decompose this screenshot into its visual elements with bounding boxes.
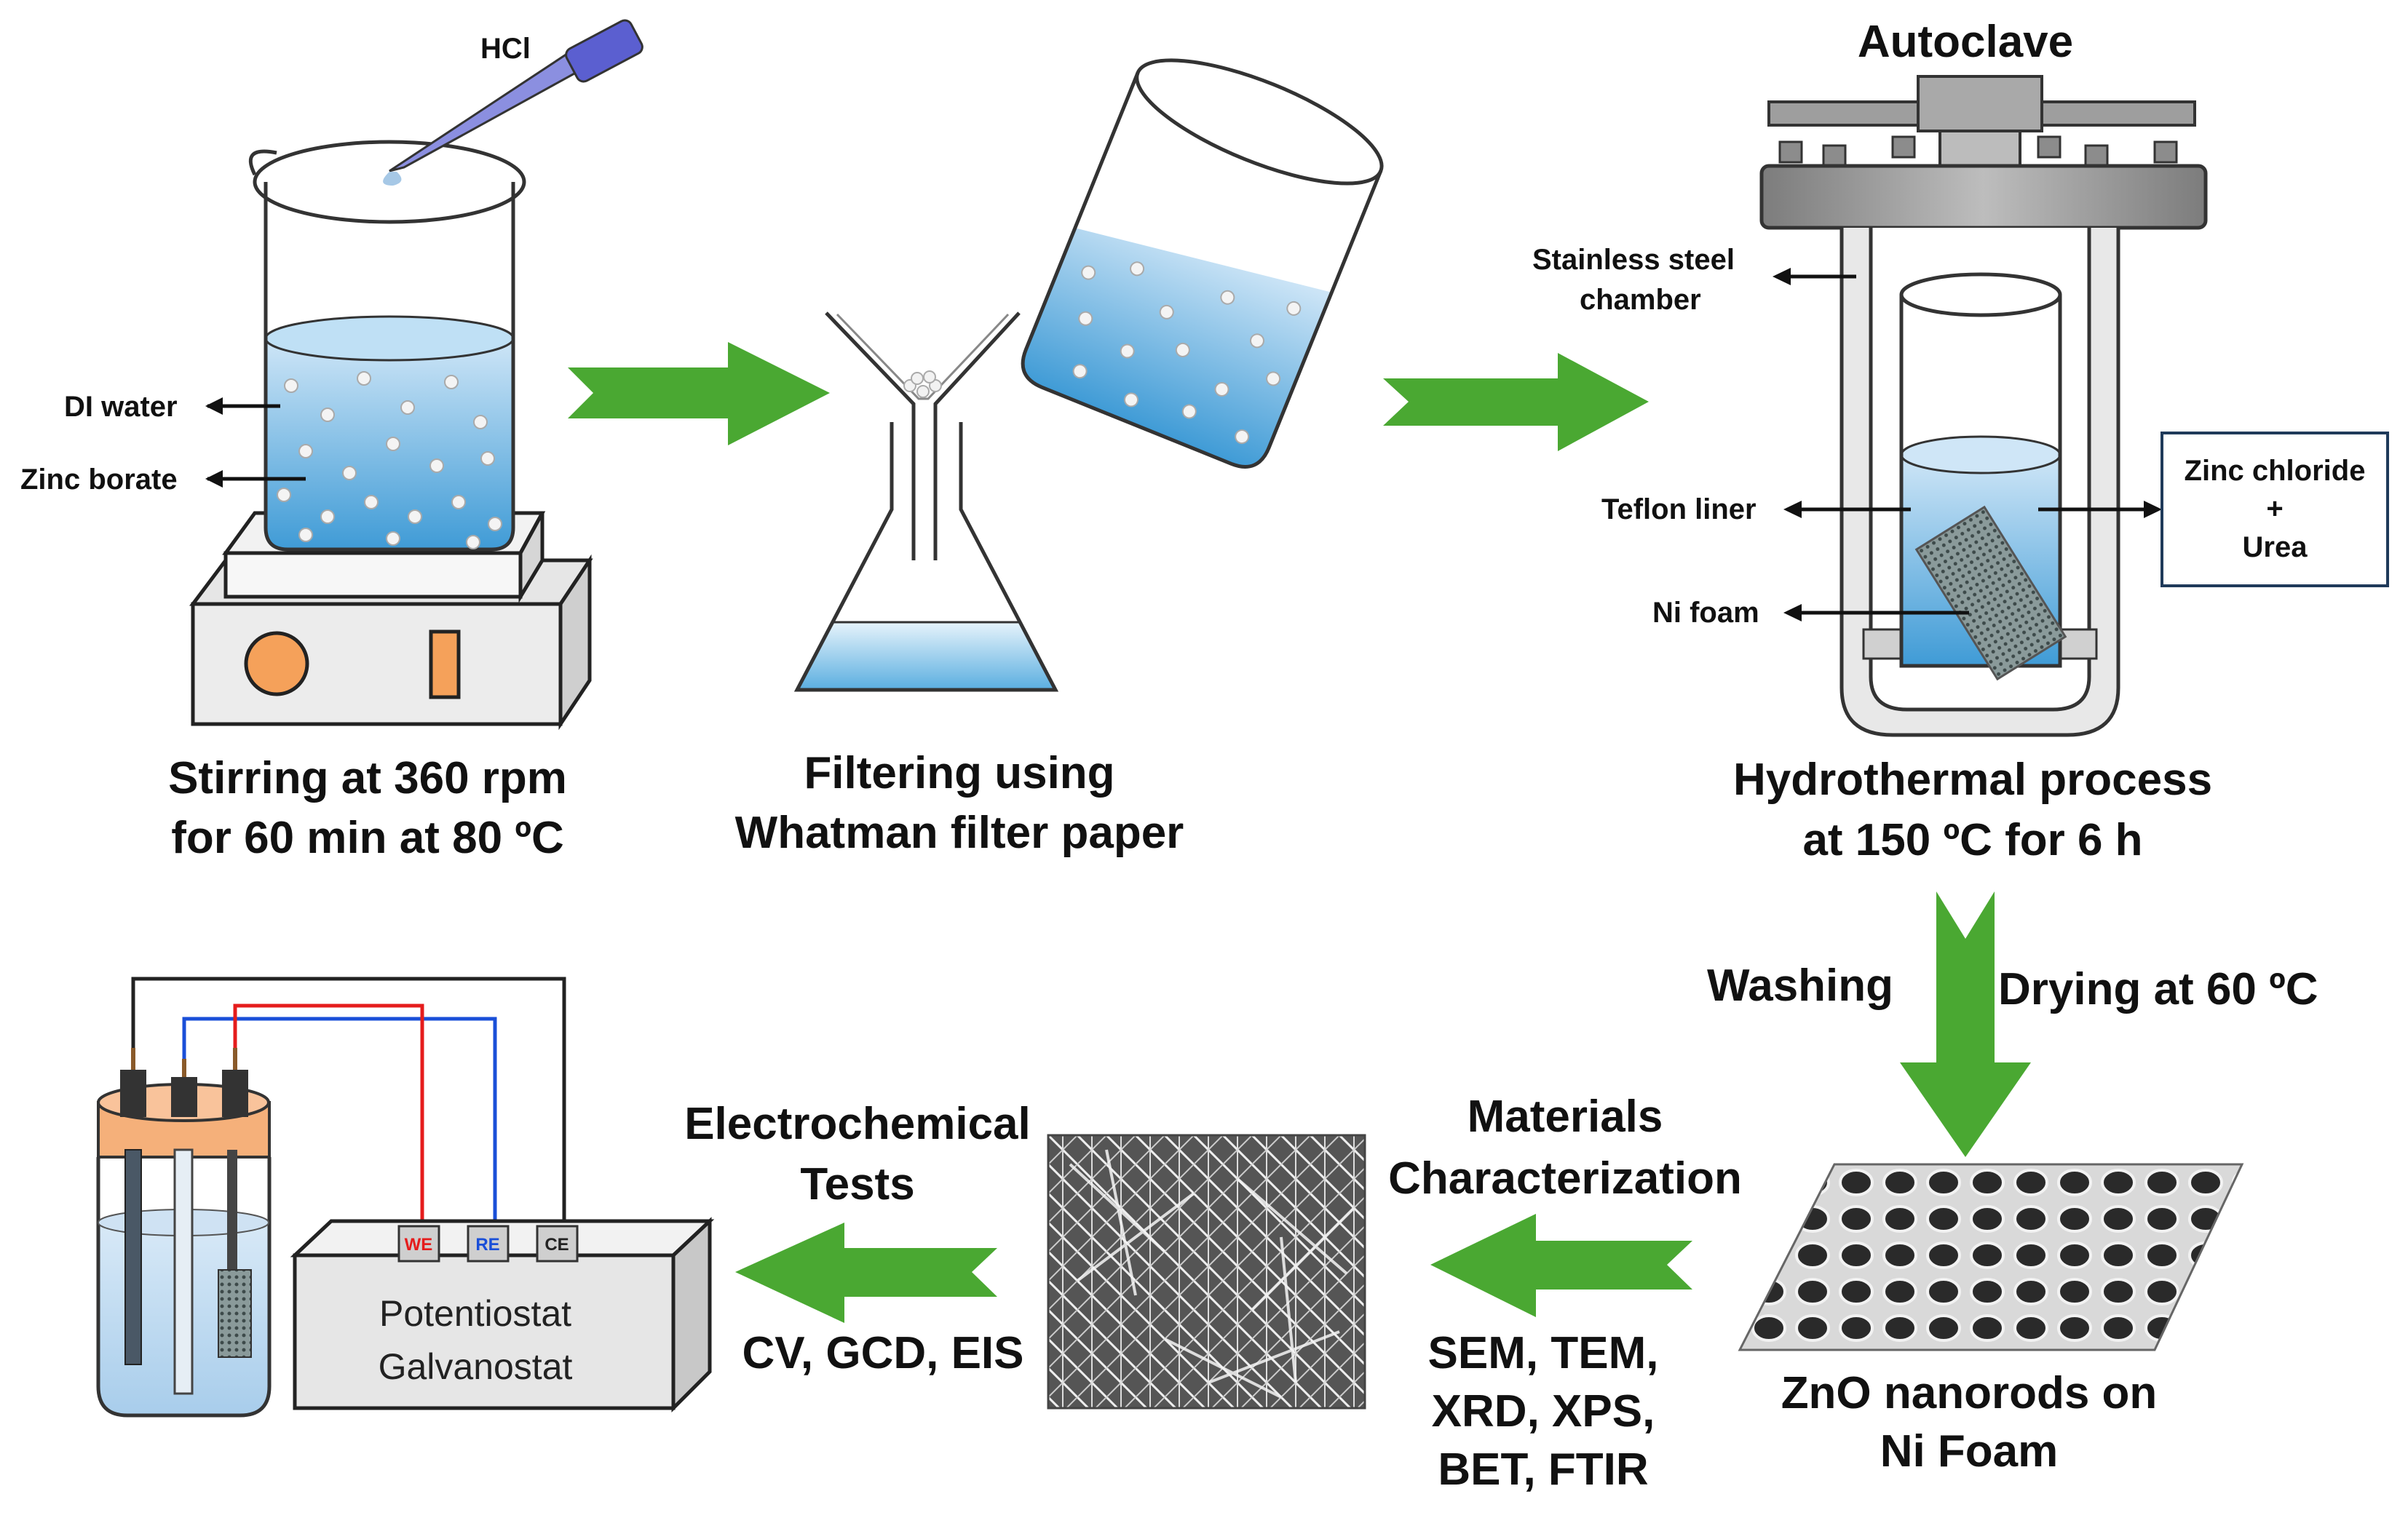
potentiostat-label: Potentiostat [379,1293,571,1334]
autoclave-setup: Autoclave Stainless steel chamber [1532,17,2389,865]
characterization-methods-line2: XRD, XPS, [1432,1386,1655,1436]
electrochem-title-line1: Electrochemical [684,1099,1031,1149]
plus-label: + [2266,493,2283,525]
precursor-box [2161,432,2389,587]
di-water-arrow [205,397,280,415]
electrochemical-tests-section: Electrochemical Tests CV, GCD, EIS [684,1099,1031,1378]
ni-foam-arrow [1783,604,1969,621]
ce-terminal: CE [536,1225,579,1263]
step3-caption-line2: at 150 ºC for 6 h [1802,815,2142,865]
autoclave-title: Autoclave [1858,17,2073,67]
process-arrow-down [1900,891,2031,1157]
svg-text:WE: WE [405,1235,433,1255]
step5-caption-line2: Ni Foam [1880,1426,2059,1477]
characterization-title-line1: Materials [1468,1092,1663,1142]
zinc-chloride-label: Zinc chloride [2185,455,2366,487]
potentiostat-icon: WE RE CE Potentiostat Galvanostat [290,1217,715,1413]
step2-caption-line2: Whatman filter paper [735,808,1184,858]
svg-text:CE: CE [544,1235,569,1255]
zinc-borate-label: Zinc borate [20,464,178,496]
washing-label: Washing [1707,961,1893,1011]
sem-image-icon [1047,1134,1366,1410]
stainless-steel-label-line2: chamber [1580,284,1701,316]
step1-caption-line2: for 60 min at 80 ºC [171,813,563,863]
teflon-liner-arrow [1783,501,1911,518]
process-arrow-4 [735,1223,997,1323]
stainless-steel-arrow [1773,268,1856,285]
beaker-icon [248,140,526,552]
characterization-methods-line1: SEM, TEM, [1428,1328,1659,1378]
characterization-methods-line3: BET, FTIR [1438,1445,1648,1495]
connection-wires [131,977,566,1226]
erlenmeyer-flask-icon [793,422,1059,692]
re-terminal: RE [467,1225,510,1263]
stirring-setup: HCl DI water Zinc borate Stirring at 360… [20,19,643,863]
di-water-label: DI water [64,391,178,423]
funnel-icon [825,311,1021,560]
ni-foam-sem-image: ZnO nanorods on Ni Foam [1738,1163,2244,1477]
teflon-liner-label: Teflon liner [1601,493,1757,525]
zinc-borate-arrow [205,470,306,488]
electrochem-title-line2: Tests [800,1159,914,1209]
characterization-section: Materials Characterization SEM, TEM, XRD… [1388,1092,1742,1495]
electrochemical-cell-icon [96,1048,272,1418]
process-arrow-2 [1383,353,1649,451]
electrochem-methods: CV, GCD, EIS [742,1328,1023,1378]
we-terminal: WE [397,1225,440,1263]
tilted-beaker-icon [1021,58,1384,469]
step2-caption-line1: Filtering using [804,748,1114,798]
svg-text:RE: RE [475,1235,499,1255]
step1-caption-line1: Stirring at 360 rpm [168,753,567,803]
step5-caption-line1: ZnO nanorods on [1781,1368,2158,1418]
ni-foam-label: Ni foam [1652,597,1759,629]
filtering-setup: Filtering using Whatman filter paper [735,58,1384,858]
characterization-title-line2: Characterization [1388,1153,1742,1204]
zinc-borate-particles [277,371,502,549]
process-arrow-1 [568,342,830,445]
solution-arrow [2038,501,2162,518]
stainless-steel-label-line1: Stainless steel [1532,244,1735,276]
process-arrow-3 [1430,1214,1692,1317]
pipette-icon [383,19,643,186]
urea-label: Urea [2243,531,2308,563]
drying-label: Drying at 60 ºC [1998,964,2318,1014]
step3-caption-line1: Hydrothermal process [1733,755,2212,805]
hcl-label: HCl [480,33,531,65]
galvanostat-label: Galvanostat [379,1346,573,1387]
